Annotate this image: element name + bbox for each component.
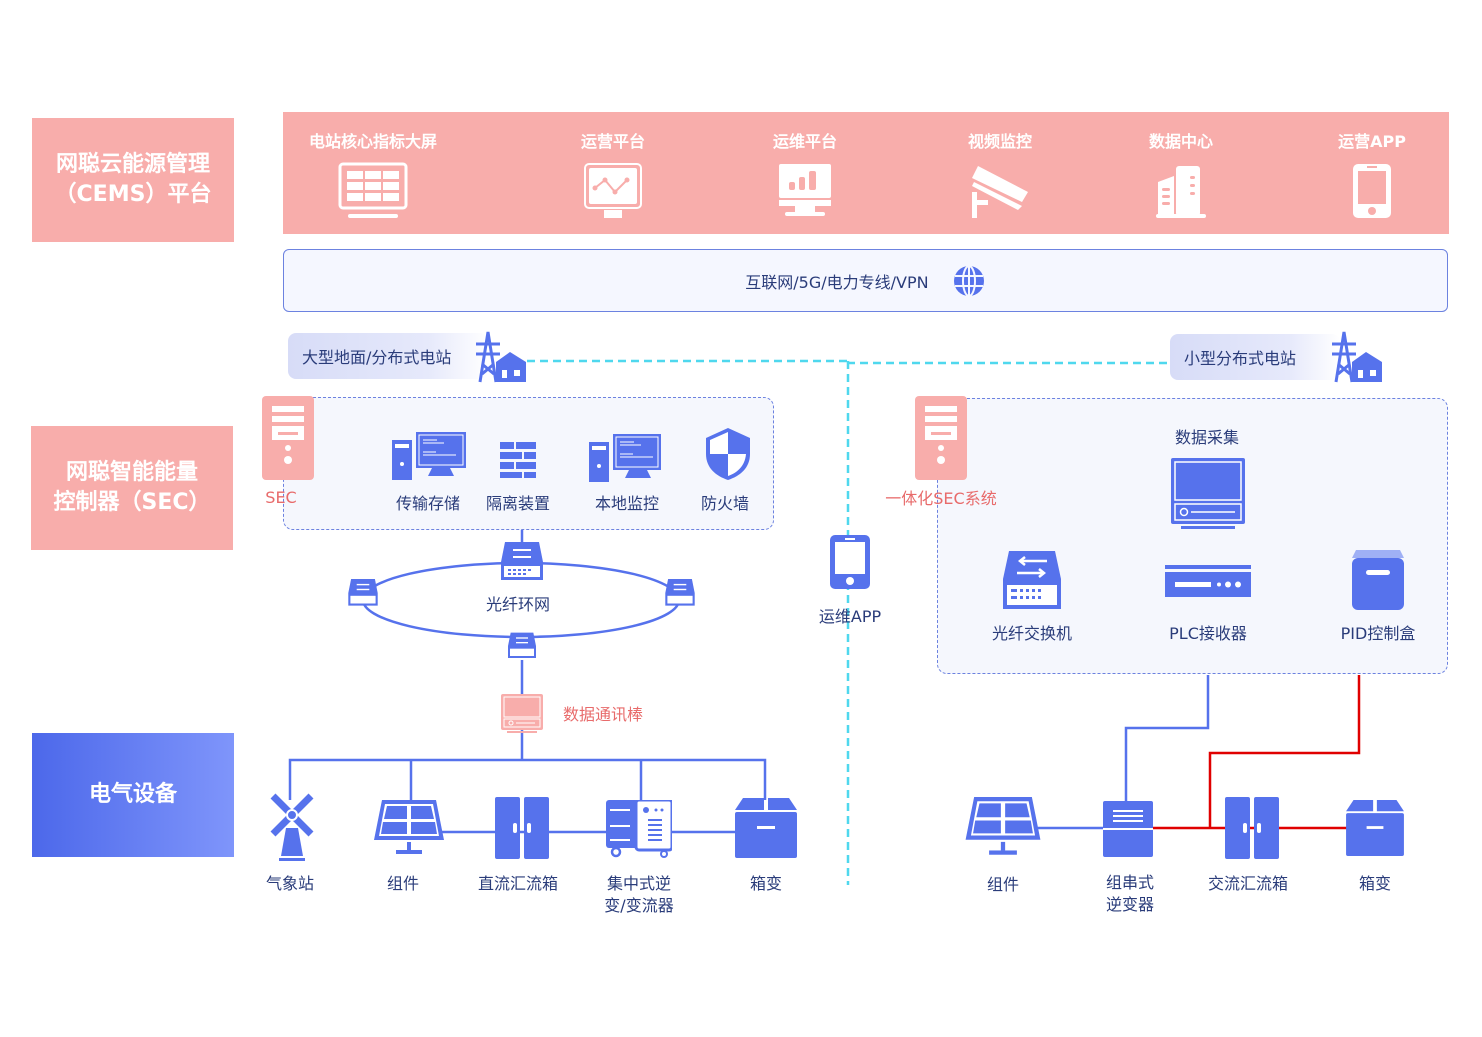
- platform-item[interactable]: 运营APP: [1282, 112, 1462, 234]
- right-equipment-label-ac-combiner: 交流汇流箱: [1207, 874, 1288, 893]
- ac-combiner-box-icon: [1225, 797, 1279, 859]
- ops-app-label: 运维APP: [818, 607, 882, 626]
- firewall-shield-icon: [706, 428, 750, 480]
- station-tag-large[interactable]: 大型地面/分布式电站: [288, 333, 488, 379]
- equipment-bus: [288, 758, 767, 800]
- station-small-label: 小型分布式电站: [1184, 349, 1297, 368]
- mobile-phone-icon: [1353, 164, 1391, 218]
- ring-switch-icon: [508, 632, 536, 658]
- bar-chart-monitor-icon: [779, 164, 831, 216]
- dashed-link: [527, 359, 1170, 885]
- platform-item[interactable]: 电站核心指标大屏: [283, 112, 463, 234]
- platform-label: 运营平台: [580, 132, 645, 151]
- device-label-local-monitor: 本地监控: [594, 494, 659, 513]
- fiber-switch-label: 光纤交换机: [991, 624, 1072, 643]
- pid-control-box-label: PID控制盒: [1340, 624, 1416, 643]
- platform-label: 视频监控: [967, 132, 1032, 151]
- platform-item[interactable]: 运营平台: [523, 112, 703, 234]
- network-text: 互联网/5G/电力专线/VPN: [745, 273, 929, 292]
- box-transformer-icon: [735, 798, 797, 858]
- equipment-label-module: 组件: [386, 874, 419, 893]
- dc-combiner-box-icon: [495, 797, 549, 859]
- network-bar: 互联网/5G/电力专线/VPN: [283, 249, 1448, 312]
- right-sec-box: [937, 398, 1448, 674]
- platform-label: 电站核心指标大屏: [308, 132, 437, 151]
- power-tower-house-icon: [1332, 331, 1382, 383]
- platform-band: 电站核心指标大屏 运营平台 运维平台 视频监控: [283, 112, 1449, 234]
- device-label-transport-storage: 传输存储: [395, 494, 460, 513]
- globe-icon: [953, 264, 984, 297]
- station-large-label: 大型地面/分布式电站: [302, 348, 452, 367]
- layer-label-equipment: 电气设备: [32, 733, 234, 857]
- layer-cems-text: 网聪云能源管理 （CEMS）平台: [54, 152, 212, 207]
- platform-item[interactable]: 视频监控: [910, 112, 1090, 234]
- pid-control-box-icon: [1352, 550, 1404, 610]
- layer-sec-text: 网聪智能能量 控制器（SEC）: [53, 460, 211, 515]
- equipment-label-central-inverter: 集中式逆 变/变流器: [604, 874, 674, 915]
- sec-label: SEC: [265, 488, 297, 507]
- line-chart-monitor-icon: [584, 163, 642, 218]
- integrated-sec-label: 一体化SEC系统: [885, 489, 997, 508]
- station-tag-small[interactable]: 小型分布式电站: [1170, 334, 1340, 380]
- cctv-camera-icon: [972, 166, 1028, 218]
- layer-label-sec: 网聪智能能量 控制器（SEC）: [31, 426, 233, 550]
- ring-switch-icon: [665, 579, 695, 606]
- fiber-switch-icon: [1003, 551, 1061, 609]
- building-icon: [1156, 166, 1206, 218]
- ops-app-phone-icon[interactable]: [830, 535, 870, 589]
- plc-inverter-link: [1124, 675, 1210, 803]
- isolation-wall-icon: [500, 442, 536, 478]
- local-monitor-computer-icon: [589, 434, 661, 482]
- solar-panel-icon: [374, 800, 444, 854]
- plc-receiver-icon: [1165, 565, 1251, 597]
- power-tower-house-icon: [476, 331, 526, 383]
- right-equipment-label-module: 组件: [986, 875, 1019, 894]
- layer-label-cems: 网聪云能源管理 （CEMS）平台: [32, 118, 234, 242]
- sec-server-icon: [262, 396, 314, 480]
- storage-computer-icon: [392, 432, 466, 480]
- platform-label: 运营APP: [1338, 132, 1406, 151]
- platform-item[interactable]: 运维平台: [715, 112, 895, 234]
- data-collector-icon: [1171, 458, 1245, 529]
- comm-stick-label: 数据通讯棒: [562, 705, 643, 724]
- platform-item[interactable]: 数据中心: [1091, 112, 1271, 234]
- integrated-sec-server-icon: [915, 396, 967, 480]
- data-collect-label: 数据采集: [1174, 428, 1239, 447]
- equipment-label-weather-station: 气象站: [265, 874, 314, 893]
- weather-station-windmill-icon: [270, 793, 314, 861]
- ring-switch-icon: [348, 579, 378, 606]
- central-inverter-icon: [606, 800, 672, 858]
- equipment-label-dc-combiner: 直流汇流箱: [477, 874, 558, 893]
- fiber-ring-label: 光纤环网: [485, 595, 550, 614]
- right-equipment-label-string-inverter: 组串式 逆变器: [1105, 873, 1154, 914]
- box-transformer-icon: [1346, 800, 1404, 856]
- platform-label: 数据中心: [1148, 132, 1213, 151]
- plc-receiver-label: PLC接收器: [1169, 624, 1247, 643]
- network-label: 互联网/5G/电力专线/VPN: [284, 264, 1447, 298]
- right-equipment-label-box-transformer: 箱变: [1358, 874, 1391, 893]
- data-comm-stick-icon: [501, 694, 543, 733]
- solar-panel-icon: [965, 797, 1041, 855]
- string-inverter-icon: [1103, 801, 1153, 857]
- layer-equipment-text: 电气设备: [88, 782, 177, 807]
- device-label-isolation: 隔离装置: [485, 494, 550, 513]
- ring-switch-icon: [501, 542, 543, 580]
- equipment-label-box-transformer: 箱变: [749, 874, 782, 893]
- device-label-firewall: 防火墙: [700, 494, 749, 513]
- dashboard-screen-icon: [338, 162, 408, 218]
- platform-label: 运维平台: [772, 132, 837, 151]
